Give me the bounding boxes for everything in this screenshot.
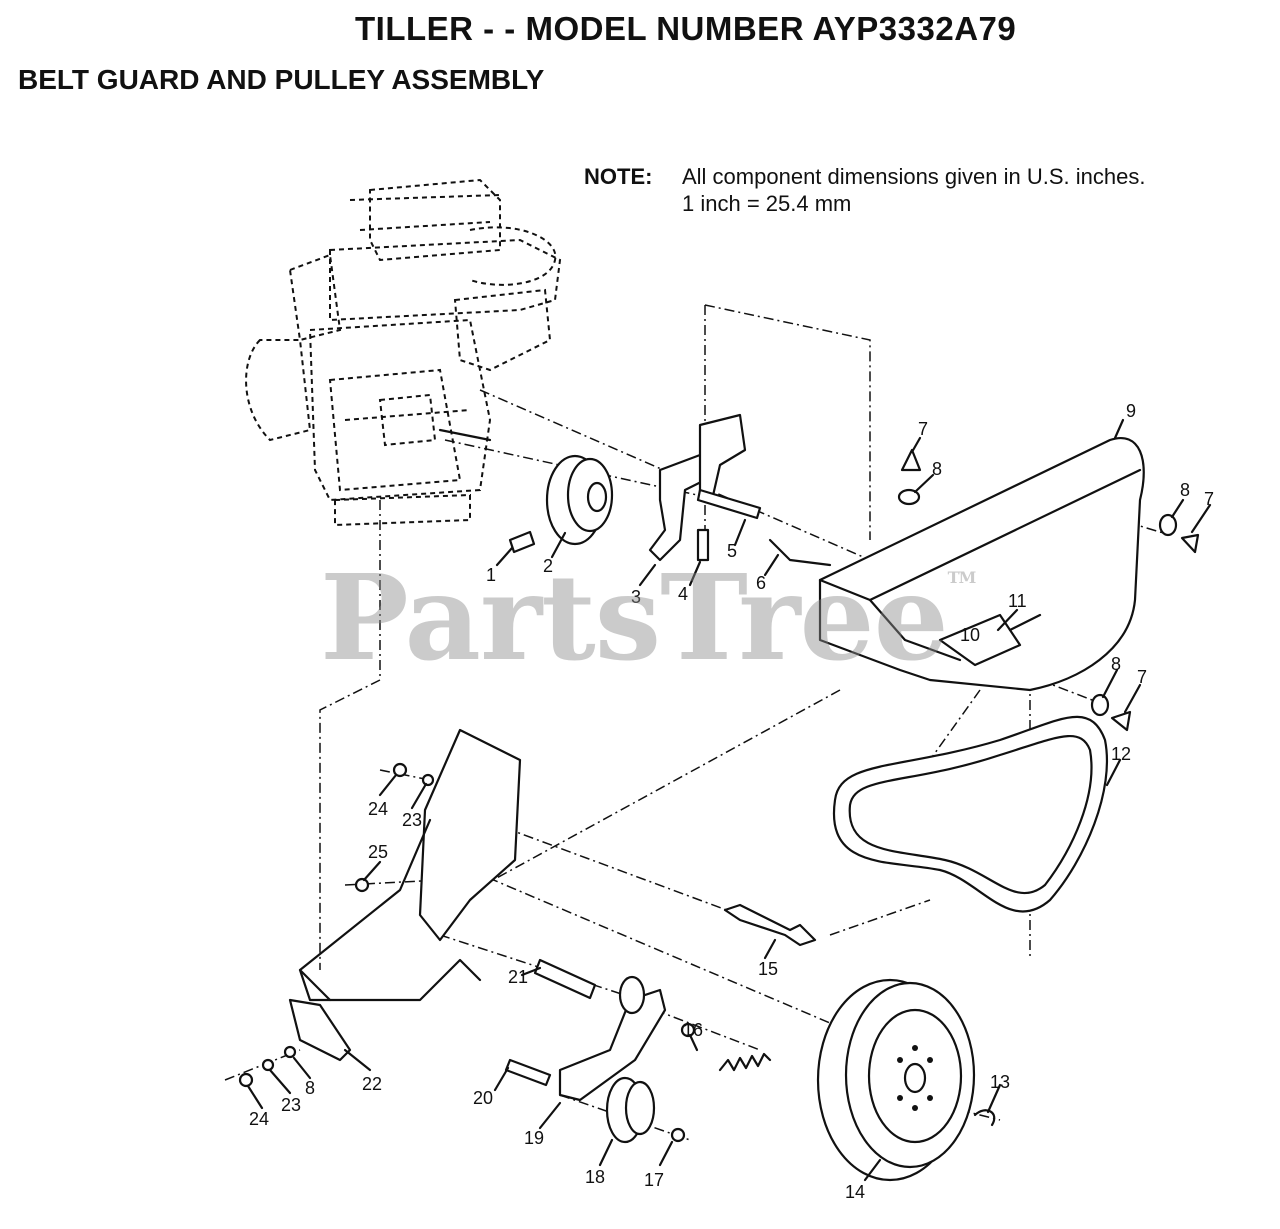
callout-19: 19: [524, 1128, 544, 1148]
callout-22: 22: [362, 1074, 382, 1094]
callout-14: 14: [845, 1182, 865, 1202]
callout-7b: 7: [1204, 489, 1214, 509]
frame-bracket: [298, 728, 522, 1002]
wing-nuts-and-washers: [897, 448, 1200, 732]
drive-pulley: [545, 454, 614, 546]
callout-5: 5: [727, 541, 737, 561]
callout-25: 25: [368, 842, 388, 862]
idler-spring: [718, 1052, 772, 1072]
idler-arm: [558, 975, 667, 1102]
callout-16: 16: [683, 1020, 703, 1040]
mounting-plate: [698, 413, 747, 502]
note-line-2: 1 inch = 25.4 mm: [682, 191, 852, 216]
note-line-1: All component dimensions given in U.S. i…: [682, 164, 1146, 189]
callout-8b: 8: [1180, 480, 1190, 500]
callout-8a: 8: [932, 459, 942, 479]
callout-24a: 24: [249, 1109, 269, 1129]
idler-rod: [723, 903, 817, 947]
callout-1: 1: [486, 565, 496, 585]
callout-8d: 8: [305, 1078, 315, 1098]
flat-washers: [238, 762, 435, 1088]
callout-23b: 23: [402, 810, 422, 830]
j-bolt: [768, 538, 832, 567]
callout-leaders: [246, 418, 1212, 1182]
callout-23a: 23: [281, 1095, 301, 1115]
shoe-plate: [288, 998, 352, 1062]
belt-guide-bracket: [648, 453, 707, 562]
spacer-tube: [533, 958, 597, 1000]
partstree-watermark: PartsTreeTM: [320, 548, 977, 687]
callout-9: 9: [1126, 401, 1136, 421]
callout-10: 10: [960, 625, 980, 645]
callout-13: 13: [990, 1072, 1010, 1092]
belt-guard: [818, 437, 1145, 692]
hex-bolt-long: [696, 488, 762, 520]
trademark-mark: TM: [947, 568, 977, 587]
callout-20: 20: [473, 1088, 493, 1108]
callout-6: 6: [756, 573, 766, 593]
callout-21: 21: [508, 967, 528, 987]
idler-pulley: [605, 1076, 656, 1144]
callout-7c: 7: [1137, 667, 1147, 687]
retaining-clips: [670, 1022, 996, 1143]
page-title: TILLER - - MODEL NUMBER AYP3332A79: [355, 10, 1017, 47]
callout-labels: 1 2 3 4 5 6 7 8 8 7 8 7 9 10 11 12 13 14…: [249, 401, 1214, 1202]
callout-11: 11: [1008, 591, 1027, 611]
driven-pulley: [816, 978, 976, 1182]
callout-15: 15: [758, 959, 778, 979]
callout-24b: 24: [368, 799, 388, 819]
callout-18: 18: [585, 1167, 605, 1187]
assembly-subtitle: BELT GUARD AND PULLEY ASSEMBLY: [18, 64, 545, 95]
engine-outline: [245, 178, 562, 527]
callout-3: 3: [631, 587, 641, 607]
watermark-text: PartsTree: [320, 548, 949, 687]
hex-bolt-small: [696, 528, 710, 562]
callout-8c: 8: [1111, 654, 1121, 674]
callout-17: 17: [644, 1170, 664, 1190]
v-belt: [832, 715, 1109, 913]
callout-4: 4: [678, 584, 688, 604]
callout-7a: 7: [918, 419, 928, 439]
callout-12: 12: [1111, 744, 1131, 764]
callout-2: 2: [543, 556, 553, 576]
dimension-note: NOTE: All component dimensions given in U…: [584, 163, 1145, 217]
note-label: NOTE:: [584, 164, 653, 189]
shoulder-bolt: [504, 1058, 552, 1087]
alignment-lines: [224, 304, 1171, 1141]
